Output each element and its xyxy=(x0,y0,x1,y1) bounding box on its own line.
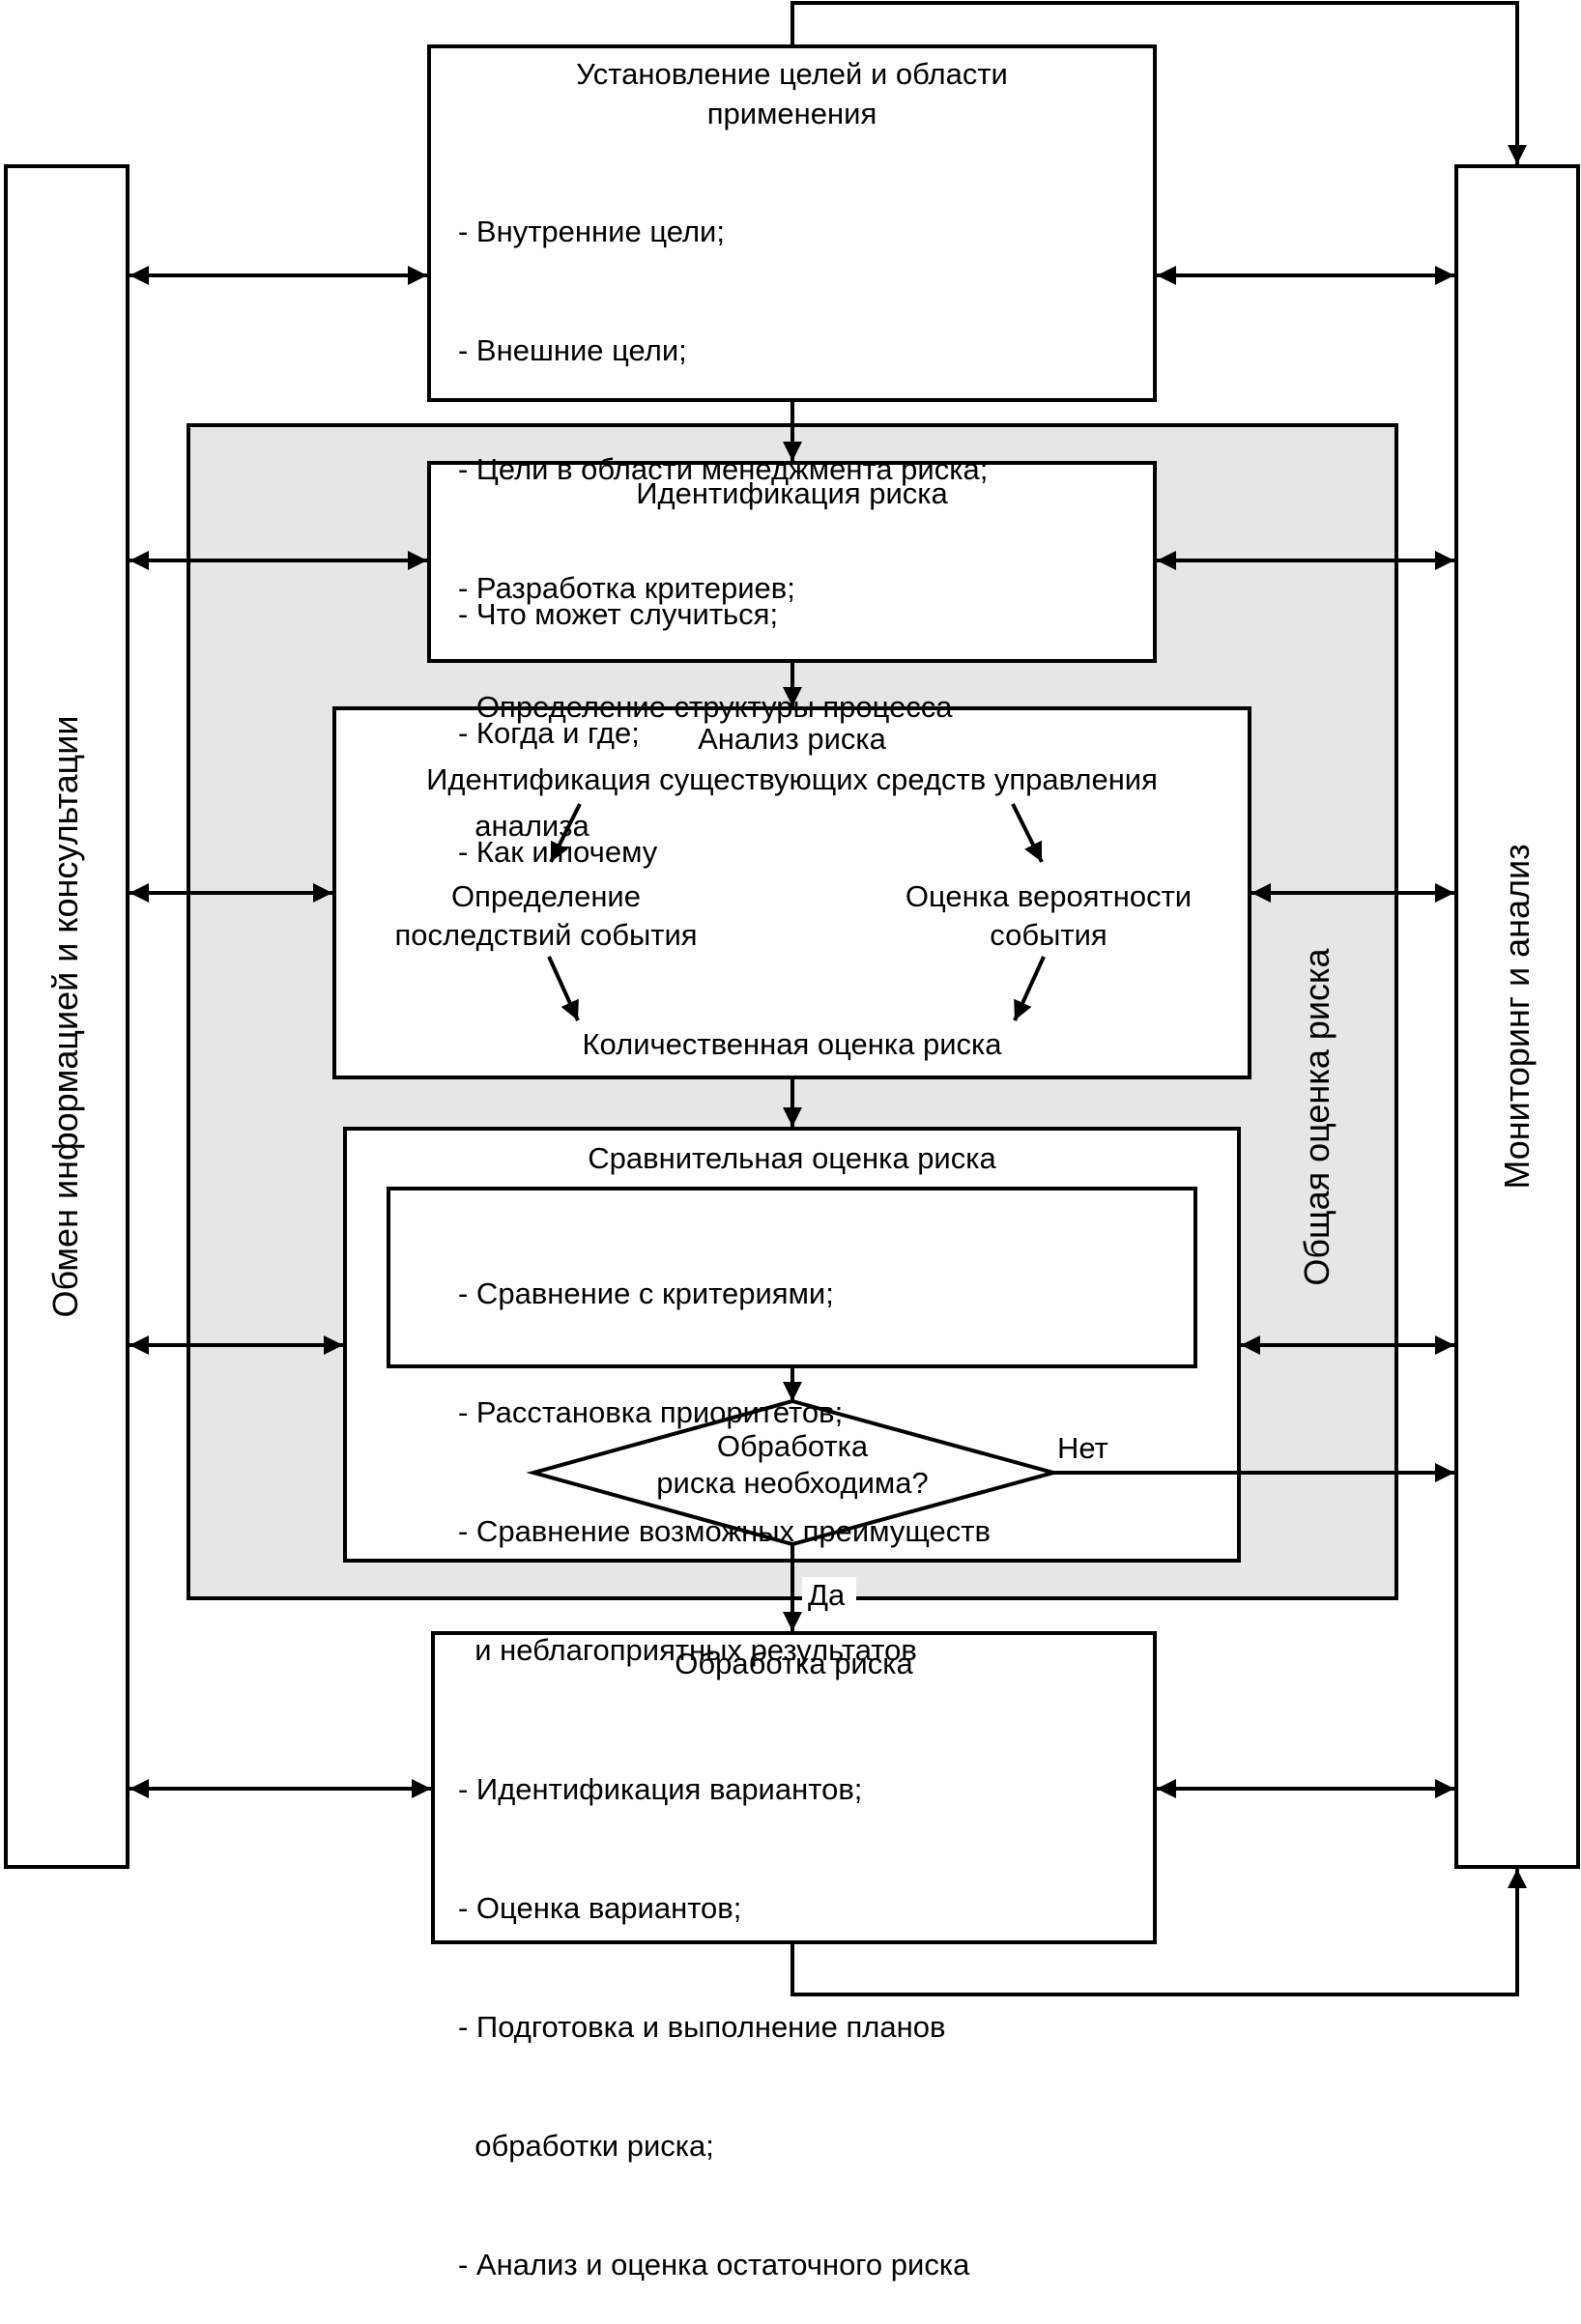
evaluation-items: - Сравнение с критериями; - Расстановка … xyxy=(458,1194,991,1709)
consequences-line2: последствий события xyxy=(394,918,698,952)
list-item: и неблагоприятных результатов xyxy=(458,1633,917,1667)
likelihood-line2: события xyxy=(990,918,1107,952)
diag-arrow-to-consequences xyxy=(549,803,582,863)
decision-question: Обработка риска необходима? xyxy=(599,1428,986,1502)
treatment-title: Обработка риска xyxy=(675,1647,913,1680)
list-item: - Расстановка приоритетов; xyxy=(458,1395,844,1429)
consequences-line1: Определение xyxy=(450,879,641,913)
identification-title: Идентификация риска xyxy=(636,476,948,510)
decision-no-label: Нет xyxy=(1057,1431,1108,1465)
treatment-items: - Идентификация вариантов; - Оценка вари… xyxy=(458,1690,969,2324)
communication-label: Обмен информацией и консультации xyxy=(45,715,85,1318)
evaluation-title: Сравнительная оценка риска xyxy=(588,1141,996,1175)
list-item: - Подготовка и выполнение планов xyxy=(458,2010,946,2044)
monitoring-label: Мониторинг и анализ xyxy=(1497,844,1537,1190)
analysis-subtitle: Идентификация существующих средств управ… xyxy=(426,762,1158,796)
analysis-box xyxy=(332,706,1251,1079)
yes-label-background xyxy=(802,1577,856,1614)
connector-lines xyxy=(129,1,1527,1996)
context-title-line1: Установление целей и области xyxy=(576,57,1008,91)
likelihood-label: Оценка вероятности события xyxy=(860,877,1237,955)
communication-consultation-column xyxy=(4,164,129,1869)
list-item: - Внутренние цели; xyxy=(458,215,725,248)
list-item: - Внешние цели; xyxy=(458,333,687,367)
decision-diamond xyxy=(526,1398,1061,1547)
context-title-line2: применения xyxy=(706,97,877,130)
identification-box xyxy=(427,461,1157,663)
context-box xyxy=(427,44,1157,402)
likelihood-line1: Оценка вероятности xyxy=(905,879,1193,913)
context-items: - Внутренние цели; - Внешние цели; - Цел… xyxy=(458,132,988,885)
evaluation-criteria-box xyxy=(387,1187,1197,1368)
analysis-result: Количественная оценка риска xyxy=(582,1027,1002,1061)
list-item: - Когда и где; xyxy=(458,716,640,750)
decision-line1: Обработка xyxy=(716,1429,869,1463)
list-item: - Разработка критериев; xyxy=(458,571,795,605)
list-item: - Что может случиться; xyxy=(458,597,779,631)
treatment-box xyxy=(431,1631,1157,1944)
decision-line2: риска необходима? xyxy=(656,1466,929,1500)
diag-arrow-likelihood-to-result xyxy=(1013,956,1046,1021)
context-title: Установление целей и области применения xyxy=(431,54,1153,133)
analysis-title: Анализ риска xyxy=(698,722,886,756)
loop-bottom-line xyxy=(790,1869,1527,1996)
diag-arrow-consequences-to-result xyxy=(547,956,580,1021)
list-item: - Как и почему xyxy=(458,835,658,869)
list-item: - Оценка вариантов; xyxy=(458,1891,742,1925)
list-item: - Сравнение с критериями; xyxy=(458,1277,834,1310)
decision-yes-label: Да xyxy=(808,1578,846,1612)
list-item: - Анализ и оценка остаточного риска xyxy=(458,2248,970,2281)
list-item: анализа xyxy=(458,809,589,843)
list-item: - Цели в области менеджмента риска; xyxy=(458,452,989,486)
monitoring-review-column xyxy=(1454,164,1580,1869)
list-item: - Определение структуры процесса xyxy=(458,690,953,724)
list-item: - Сравнение возможных преимуществ xyxy=(458,1514,991,1548)
identification-items: - Что может случиться; - Когда и где; - … xyxy=(458,515,778,911)
list-item: - Идентификация вариантов; xyxy=(458,1772,863,1806)
diag-arrow-to-likelihood xyxy=(1011,803,1044,863)
list-item: обработки риска; xyxy=(458,2129,714,2163)
consequences-label: Определение последствий события xyxy=(358,877,734,955)
loop-top-line xyxy=(790,1,1527,164)
overall-assessment-label: Общая оценка риска xyxy=(1297,948,1337,1286)
